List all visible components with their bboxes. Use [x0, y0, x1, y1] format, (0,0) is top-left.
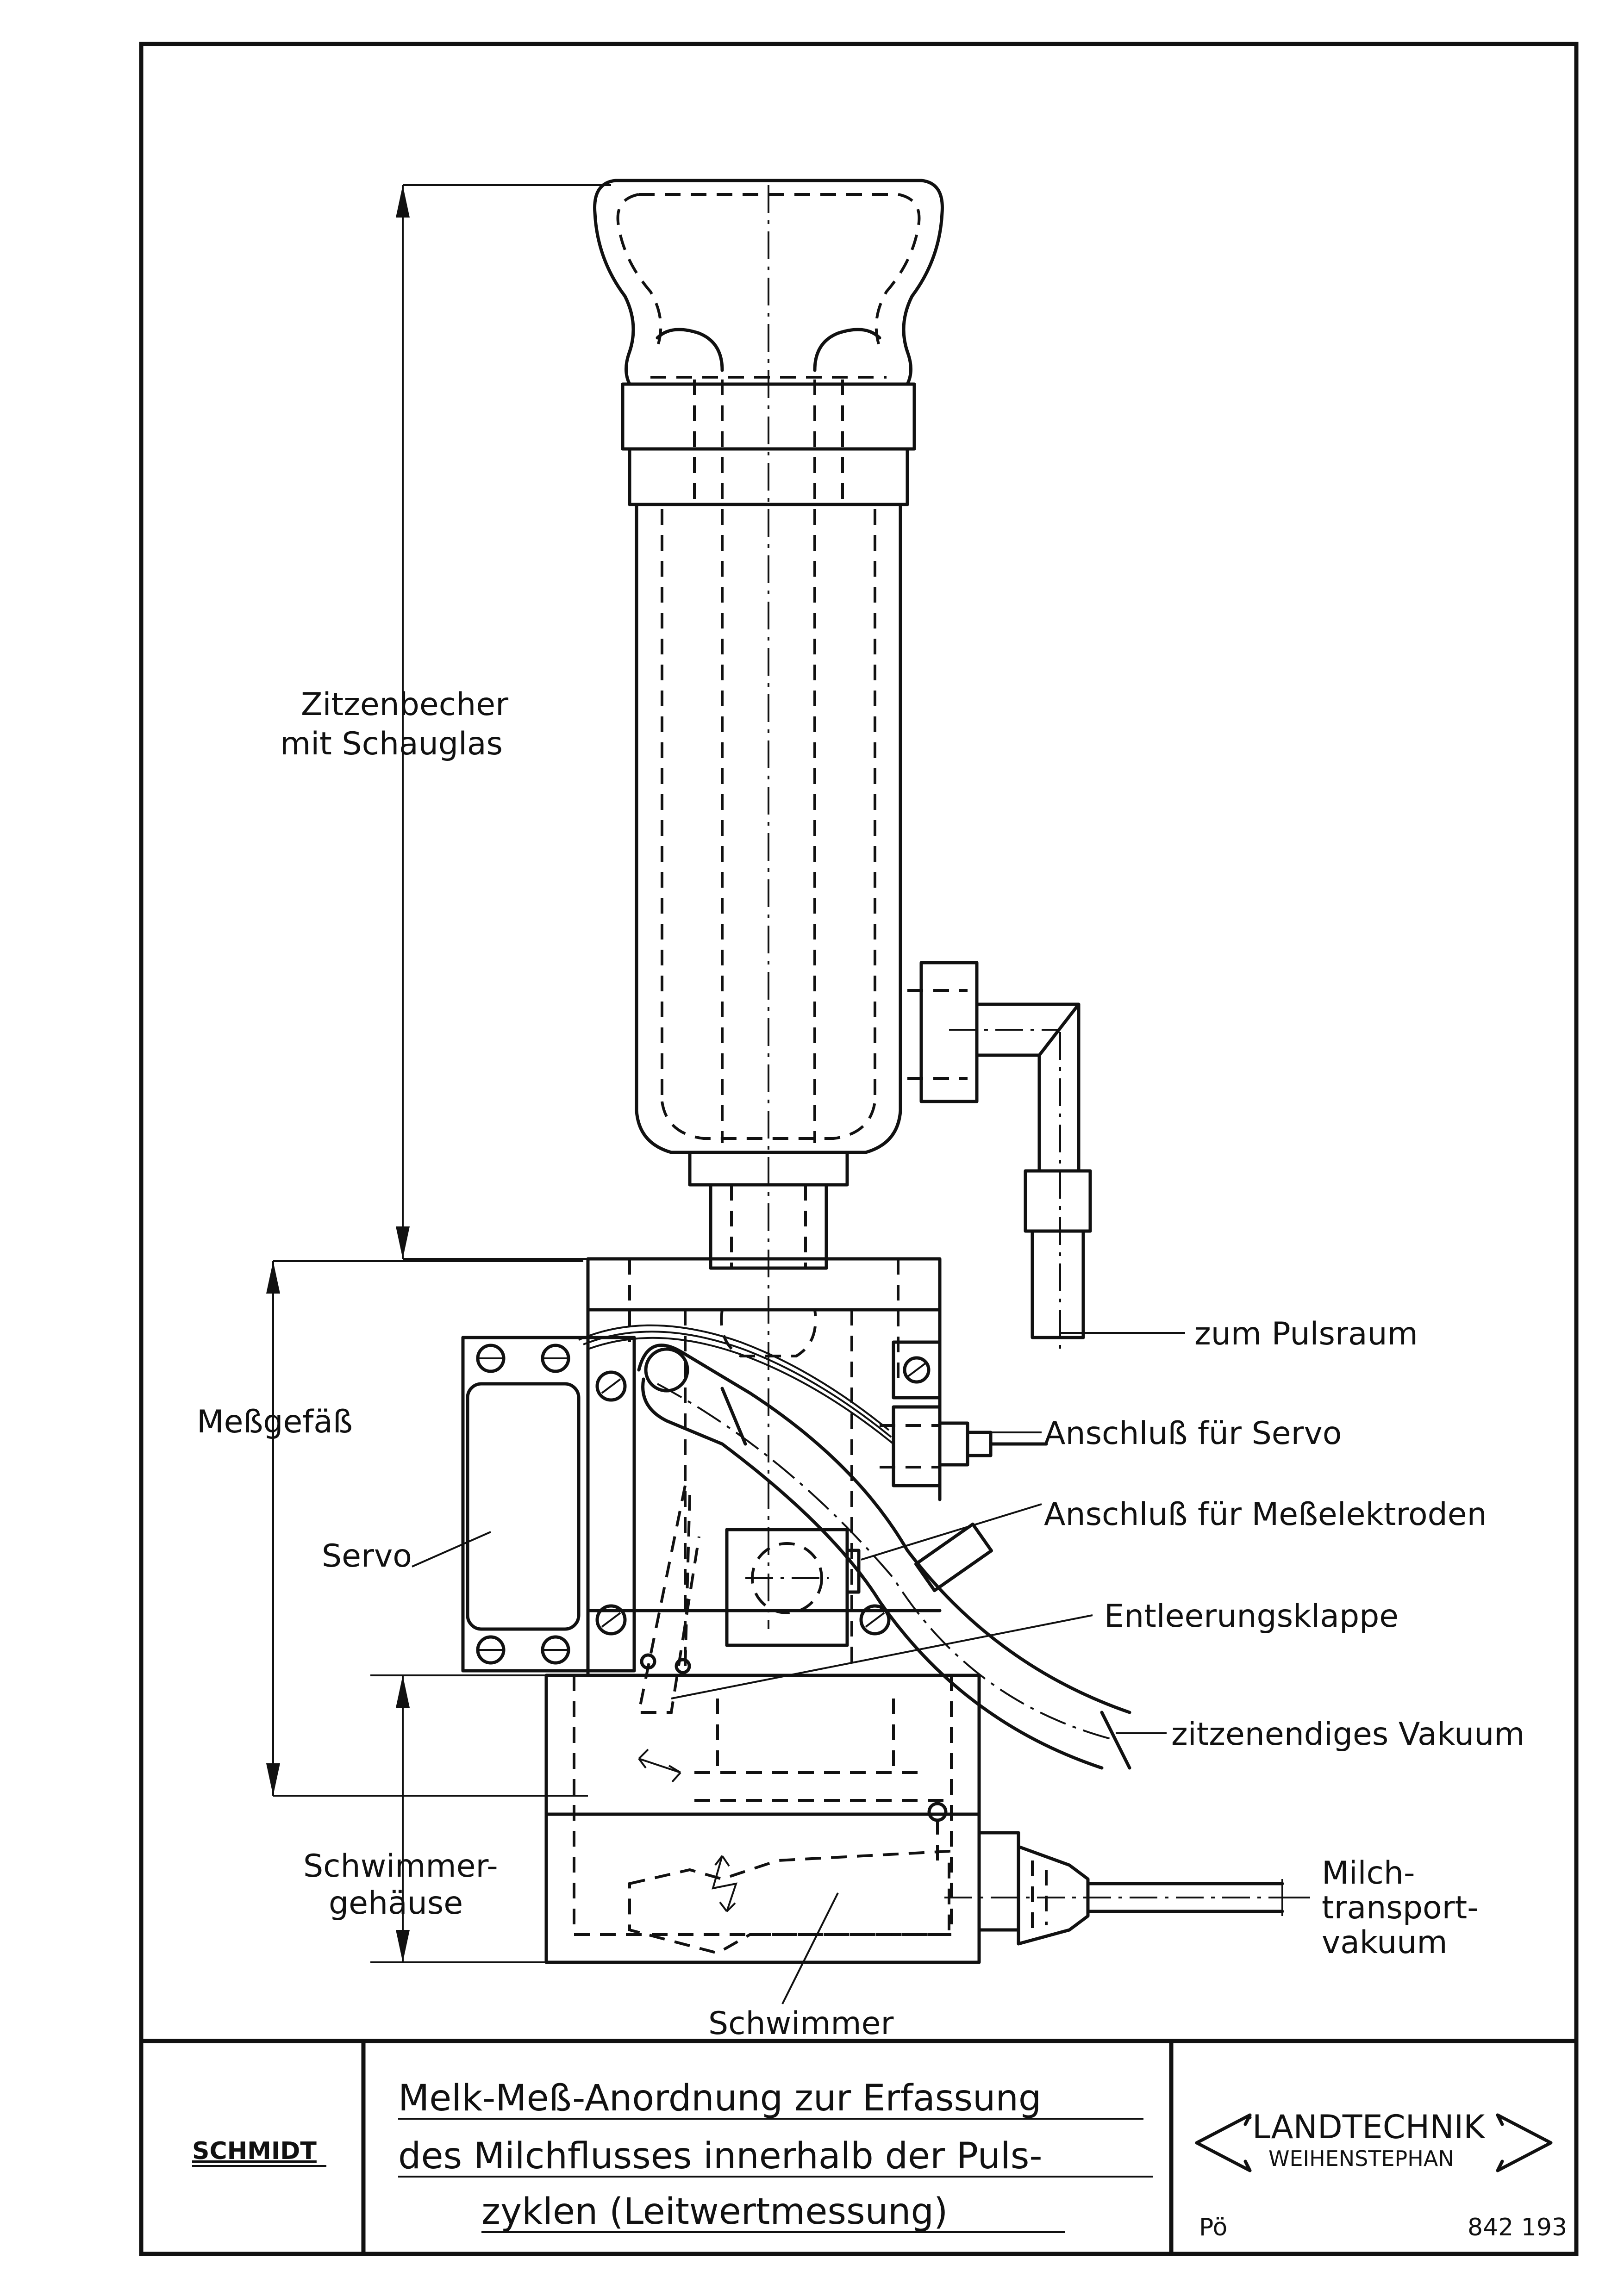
drawing-title-line-3: zyklen (Leitwertmessung)	[481, 2191, 948, 2233]
drawing-number: 842 193	[1468, 2214, 1567, 2241]
label-zitzenendiges-vakuum: zitzenendiges Vakuum	[1171, 1716, 1525, 1753]
logo-text-line-2: WEIHENSTEPHAN	[1268, 2146, 1454, 2171]
drawing-title-line-2: des Milchflusses innerhalb der Puls-	[398, 2135, 1043, 2177]
label-milch-3: vakuum	[1322, 1924, 1448, 1961]
pulse-connector	[907, 961, 1092, 1351]
label-milch-2: transport-	[1322, 1890, 1479, 1926]
drawing-frame	[139, 42, 1579, 2256]
label-servo: Servo	[322, 1538, 412, 1574]
measuring-vessel	[586, 1257, 1048, 1677]
label-zitzenbecher-2: mit Schauglas	[280, 726, 503, 762]
logo-text-line-1: LANDTECHNIK	[1252, 2108, 1486, 2146]
servo-unit	[461, 1324, 894, 1673]
leader-lines	[412, 1332, 1310, 2004]
label-zum-pulsraum: zum Pulsraum	[1194, 1316, 1418, 1352]
label-anschluss-servo: Anschluß für Servo	[1044, 1415, 1342, 1452]
vacuum-hose	[637, 1344, 1131, 1770]
author-name: SCHMIDT	[192, 2137, 317, 2165]
label-milch-1: Milch-	[1322, 1855, 1415, 1892]
title-block: SCHMIDT Melk-Meß-Anordnung zur Erfassung…	[192, 2078, 1567, 2241]
label-schwimmergehaeuse-2: gehäuse	[329, 1885, 463, 1922]
label-messgefaess: Meßgefäß	[197, 1404, 353, 1440]
drawing-title-line-1: Melk-Meß-Anordnung zur Erfassung	[398, 2078, 1041, 2119]
label-schwimmer: Schwimmer	[708, 2005, 893, 2042]
dimension-lines	[266, 184, 611, 1963]
label-schwimmergehaeuse-1: Schwimmer-	[303, 1848, 498, 1885]
label-anschluss-elektroden: Anschluß für Meßelektroden	[1044, 1496, 1487, 1533]
drafter-initials: Pö	[1199, 2214, 1227, 2241]
drain-flap	[637, 1485, 700, 1783]
teat-cup	[593, 179, 944, 1629]
float-housing	[544, 1674, 1287, 1964]
landtechnik-logo: LANDTECHNIK WEIHENSTEPHAN	[1195, 2108, 1553, 2172]
label-zitzenbecher-1: Zitzenbecher	[301, 686, 508, 723]
label-entleerungsklappe: Entleerungsklappe	[1104, 1598, 1399, 1635]
